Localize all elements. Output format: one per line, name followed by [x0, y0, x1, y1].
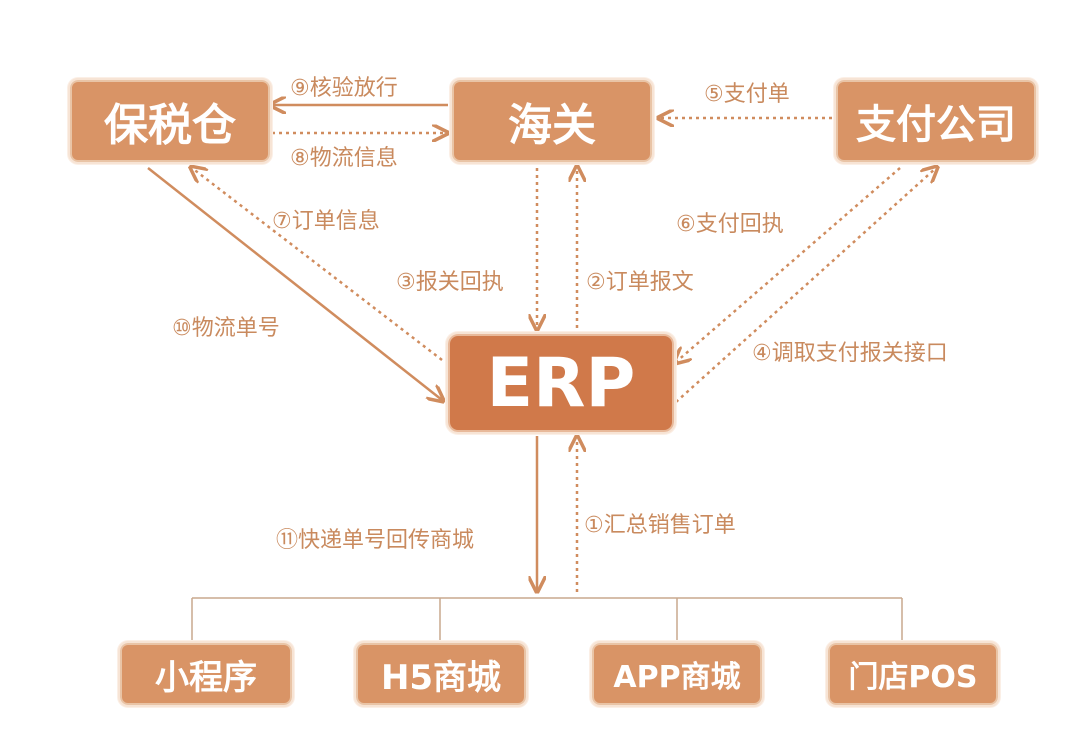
edge-9-label: ⑨核验放行	[290, 76, 398, 101]
edge-4-arrow	[675, 168, 936, 403]
node-customs: 海关	[450, 78, 654, 164]
node-app-mall: APP商城	[590, 641, 764, 707]
node-h5-mall: H5商城	[354, 641, 528, 707]
node-label: H5商城	[380, 657, 502, 698]
edge-1-label: ①汇总销售订单	[584, 513, 736, 538]
node-store-pos: 门店POS	[826, 641, 1000, 707]
edge-6-arrow	[676, 167, 901, 362]
node-erp: ERP	[446, 332, 676, 434]
edge-4-label: ④调取支付报关接口	[752, 341, 948, 366]
node-label: 保税仓	[104, 100, 236, 151]
edge-2-label: ②订单报文	[586, 270, 694, 295]
node-label: 海关	[508, 100, 596, 151]
edge-11-label: ⑪快递单号回传商城	[276, 528, 475, 553]
node-bonded-warehouse: 保税仓	[68, 78, 272, 164]
node-payment-company: 支付公司	[834, 78, 1038, 164]
edge-7-label: ⑦订单信息	[272, 209, 380, 234]
node-label: 支付公司	[856, 102, 1016, 148]
channel-bracket	[191, 597, 903, 640]
edge-5-label: ⑤支付单	[704, 82, 790, 107]
node-label: 门店POS	[848, 660, 978, 695]
edge-10-arrow	[147, 167, 442, 400]
edge-6-label: ⑥支付回执	[676, 212, 784, 237]
node-label: ERP	[486, 343, 636, 423]
node-mini-program: 小程序	[118, 641, 294, 707]
edge-8-label: ⑧物流信息	[290, 146, 398, 171]
node-label: 小程序	[155, 657, 257, 698]
edge-10-label: ⑩物流单号	[172, 316, 280, 341]
node-label: APP商城	[613, 660, 741, 695]
edge-3-label: ③报关回执	[396, 270, 504, 295]
